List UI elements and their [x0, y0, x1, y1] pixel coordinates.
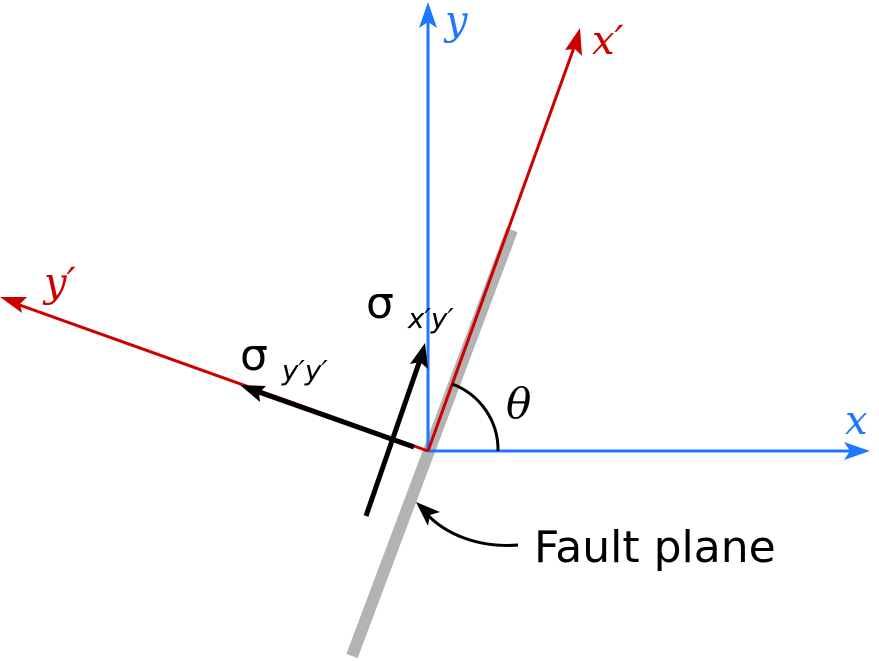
fault-plane-leader-arrowhead	[416, 502, 440, 526]
sigma-yy-label: σ y′y′	[240, 330, 328, 387]
x-axis-label: x	[845, 398, 868, 444]
fault-plane-label: Fault plane	[534, 522, 776, 573]
y-axis-label: y	[443, 0, 469, 44]
sigma-yy-subscript: y′y′	[281, 354, 328, 387]
theta-label: θ	[506, 379, 531, 428]
y-prime-axis-label: y′	[42, 260, 76, 306]
x-axis-arrowhead	[844, 442, 870, 460]
fault-plane-leader	[423, 511, 519, 547]
sigma-yy-symbol: σ	[240, 330, 268, 381]
y-prime-axis-arrowhead	[0, 297, 27, 313]
sigma-xy-label: σ x′y′	[366, 278, 454, 335]
y-axis-arrowhead	[419, 2, 437, 28]
x-prime-axis-arrowhead	[565, 28, 582, 56]
sigma-xy-arrowhead	[410, 343, 428, 369]
sigma-xy-symbol: σ	[366, 278, 394, 329]
x-prime-axis-label: x′	[592, 18, 624, 64]
sigma-xy-subscript: x′y′	[407, 302, 454, 335]
sigma-yy-arrowhead	[240, 385, 266, 402]
theta-arc	[451, 382, 500, 452]
x-prime-axis-line	[426, 41, 578, 452]
stress-normal-segment	[255, 388, 415, 450]
